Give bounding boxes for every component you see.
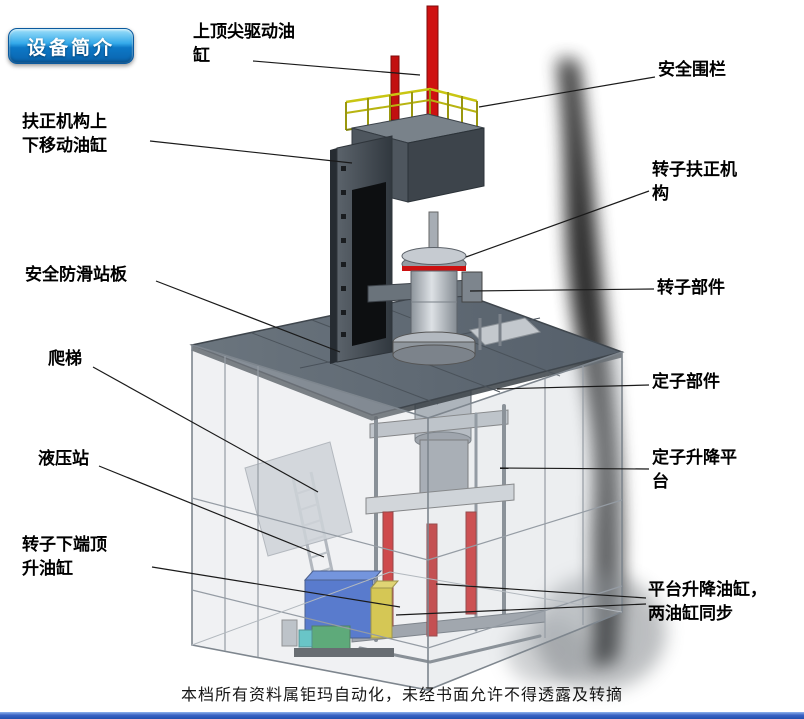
leader-rotor-centering-mechanism bbox=[465, 190, 650, 258]
leader-hydraulic-station bbox=[98, 465, 325, 558]
callout-rotor-part: 转子部件 bbox=[657, 278, 725, 297]
callout-centering-updown-cylinder: 扶正机构上下移动油缸 bbox=[22, 112, 107, 156]
leader-top-spindle-cylinder bbox=[252, 60, 421, 76]
leader-antislip-platform bbox=[155, 280, 341, 353]
bottom-blue-bar bbox=[0, 712, 804, 719]
leader-safety-fence bbox=[478, 76, 656, 108]
title-badge: 设备简介 bbox=[8, 28, 134, 64]
callout-antislip-platform: 安全防滑站板 bbox=[25, 265, 127, 284]
leader-stator-lift-platform bbox=[499, 467, 650, 470]
callout-platform-lift-cylinders: 平台升降油缸，两油缸同步 bbox=[648, 580, 767, 624]
callout-top-spindle-cylinder: 上顶尖驱动油缸 bbox=[193, 22, 295, 66]
callout-stator-part: 定子部件 bbox=[652, 372, 720, 391]
leader-ladder bbox=[92, 366, 319, 493]
leader-platform-lift-b bbox=[395, 603, 647, 616]
hydraulic-station-unit bbox=[244, 441, 400, 657]
safety-cage bbox=[191, 344, 623, 691]
callout-safety-fence: 安全围栏 bbox=[658, 60, 726, 79]
callout-hydraulic-station: 液压站 bbox=[38, 449, 89, 468]
callout-rotor-centering-mechanism: 转子扶正机构 bbox=[652, 160, 737, 204]
press-column bbox=[330, 113, 485, 364]
leader-rotor-part bbox=[469, 288, 655, 292]
callout-rotor-bottom-jack-cylinder: 转子下端顶升油缸 bbox=[22, 535, 107, 579]
leader-centering-updown-cylinder bbox=[149, 140, 353, 164]
rotor-assembly bbox=[367, 211, 542, 366]
leader-stator-part bbox=[496, 384, 650, 390]
callout-ladder: 爬梯 bbox=[48, 349, 82, 368]
footer-copyright-note: 本档所有资料属钜玛自动化，未经书面允许不得透露及转摘 bbox=[180, 687, 623, 704]
leader-lines bbox=[92, 60, 656, 616]
leader-platform-lift-a bbox=[435, 583, 647, 599]
callout-stator-lift-platform: 定子升降平台 bbox=[652, 448, 737, 492]
leader-rotor-bottom-jack bbox=[151, 566, 401, 608]
